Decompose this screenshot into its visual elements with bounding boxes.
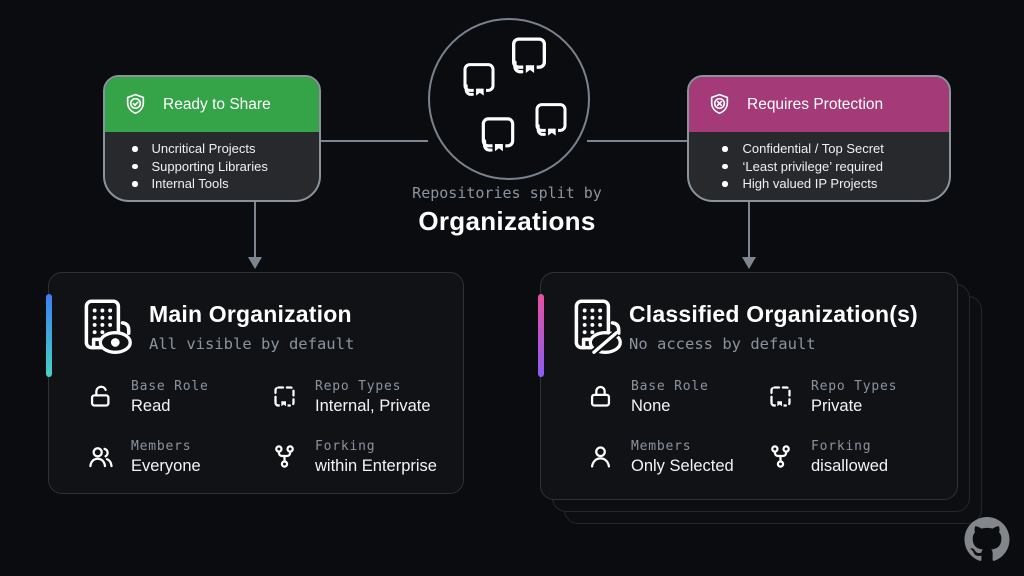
unlock-icon <box>90 385 110 407</box>
hub-caption: Repositories split by <box>412 184 602 202</box>
main-organization-card: Main Organization All visible by default… <box>46 272 464 494</box>
field-base-role: Base Role None <box>587 379 709 416</box>
requires-protection-card: Requires Protection Confidential / Top S… <box>687 75 951 202</box>
ready-item-list: Uncritical Projects Supporting Libraries… <box>105 140 319 193</box>
organization-hidden-icon <box>574 299 622 356</box>
list-item: Confidential / Top Secret <box>689 140 949 158</box>
repo-book-icon <box>512 37 546 79</box>
field-label: Members <box>631 439 692 454</box>
repo-dashed-icon <box>770 386 791 410</box>
fork-icon <box>771 445 790 468</box>
field-label: Base Role <box>131 379 209 394</box>
list-item-label: High valued IP Projects <box>742 176 878 192</box>
repo-book-icon <box>463 63 495 101</box>
arrow-down-left-icon <box>248 257 262 269</box>
connector-right-horizontal <box>587 140 687 142</box>
lock-icon <box>590 385 611 407</box>
connector-left-horizontal <box>317 140 428 142</box>
repo-book-icon <box>535 103 567 141</box>
ready-header-label: Ready to Share <box>163 95 271 113</box>
connector-left-vertical <box>254 199 256 258</box>
field-members: Members Only Selected <box>587 439 734 476</box>
list-item-label: Supporting Libraries <box>151 158 268 174</box>
classified-org-accent <box>538 294 544 377</box>
field-forking: Forking disallowed <box>767 439 888 476</box>
field-label: Repo Types <box>811 379 898 394</box>
protect-item-list: Confidential / Top Secret ‘Least privile… <box>689 140 949 193</box>
field-label: Forking <box>811 439 872 454</box>
field-label: Base Role <box>631 379 709 394</box>
field-label: Members <box>131 439 192 454</box>
field-forking: Forking within Enterprise <box>271 439 437 476</box>
bullet-dot <box>132 146 138 152</box>
field-value: disallowed <box>811 457 889 475</box>
shield-x-icon <box>710 93 729 115</box>
protect-header-label: Requires Protection <box>747 95 884 113</box>
list-item: ‘Least privilege’ required <box>689 158 949 176</box>
org-card-title: Classified Organization(s) <box>629 301 918 327</box>
list-item: Supporting Libraries <box>105 158 319 176</box>
list-item: High valued IP Projects <box>689 175 949 193</box>
org-card-subtitle: All visible by default <box>149 335 355 353</box>
hub-title: Organizations <box>418 206 596 236</box>
bullet-dot <box>722 181 728 187</box>
field-repo-types: Repo Types Private <box>767 379 897 416</box>
org-card-title: Main Organization <box>149 301 352 327</box>
person-icon <box>590 446 611 468</box>
ready-to-share-card: Ready to Share Uncritical Projects Suppo… <box>103 75 321 202</box>
field-base-role: Base Role Read <box>87 379 209 416</box>
shield-check-icon <box>126 93 145 115</box>
list-item-label: ‘Least privilege’ required <box>742 158 883 174</box>
field-value: Read <box>131 397 171 415</box>
connector-right-vertical <box>748 199 750 258</box>
organization-visible-icon <box>84 299 132 354</box>
field-value: Everyone <box>131 457 201 475</box>
github-logo-icon <box>964 517 1010 561</box>
org-card-subtitle: No access by default <box>629 335 816 353</box>
classified-organization-card: Classified Organization(s) No access by … <box>538 272 958 500</box>
list-item-label: Uncritical Projects <box>151 141 256 157</box>
protect-header: Requires Protection <box>689 77 949 132</box>
list-item: Internal Tools <box>105 175 319 193</box>
field-value: within Enterprise <box>315 457 437 475</box>
fork-icon <box>275 445 294 468</box>
bullet-dot <box>722 146 728 152</box>
repo-dashed-icon <box>274 386 295 410</box>
list-item: Uncritical Projects <box>105 140 319 158</box>
repo-book-icon <box>481 117 515 157</box>
field-value: Only Selected <box>631 457 734 475</box>
field-value: Private <box>811 397 863 415</box>
ready-header: Ready to Share <box>105 77 319 132</box>
list-item-label: Confidential / Top Secret <box>742 141 884 157</box>
field-repo-types: Repo Types Internal, Private <box>271 379 431 416</box>
bullet-dot <box>722 163 728 169</box>
field-label: Forking <box>315 439 376 454</box>
main-org-accent <box>46 294 52 377</box>
people-icon <box>89 447 113 468</box>
repositories-hub-circle <box>428 18 590 180</box>
list-item-label: Internal Tools <box>151 176 229 192</box>
field-value: Internal, Private <box>315 397 431 415</box>
field-members: Members Everyone <box>87 439 201 476</box>
field-label: Repo Types <box>315 379 402 394</box>
arrow-down-right-icon <box>742 257 756 269</box>
field-value: None <box>631 397 671 415</box>
bullet-dot <box>132 163 138 169</box>
bullet-dot <box>132 181 138 187</box>
